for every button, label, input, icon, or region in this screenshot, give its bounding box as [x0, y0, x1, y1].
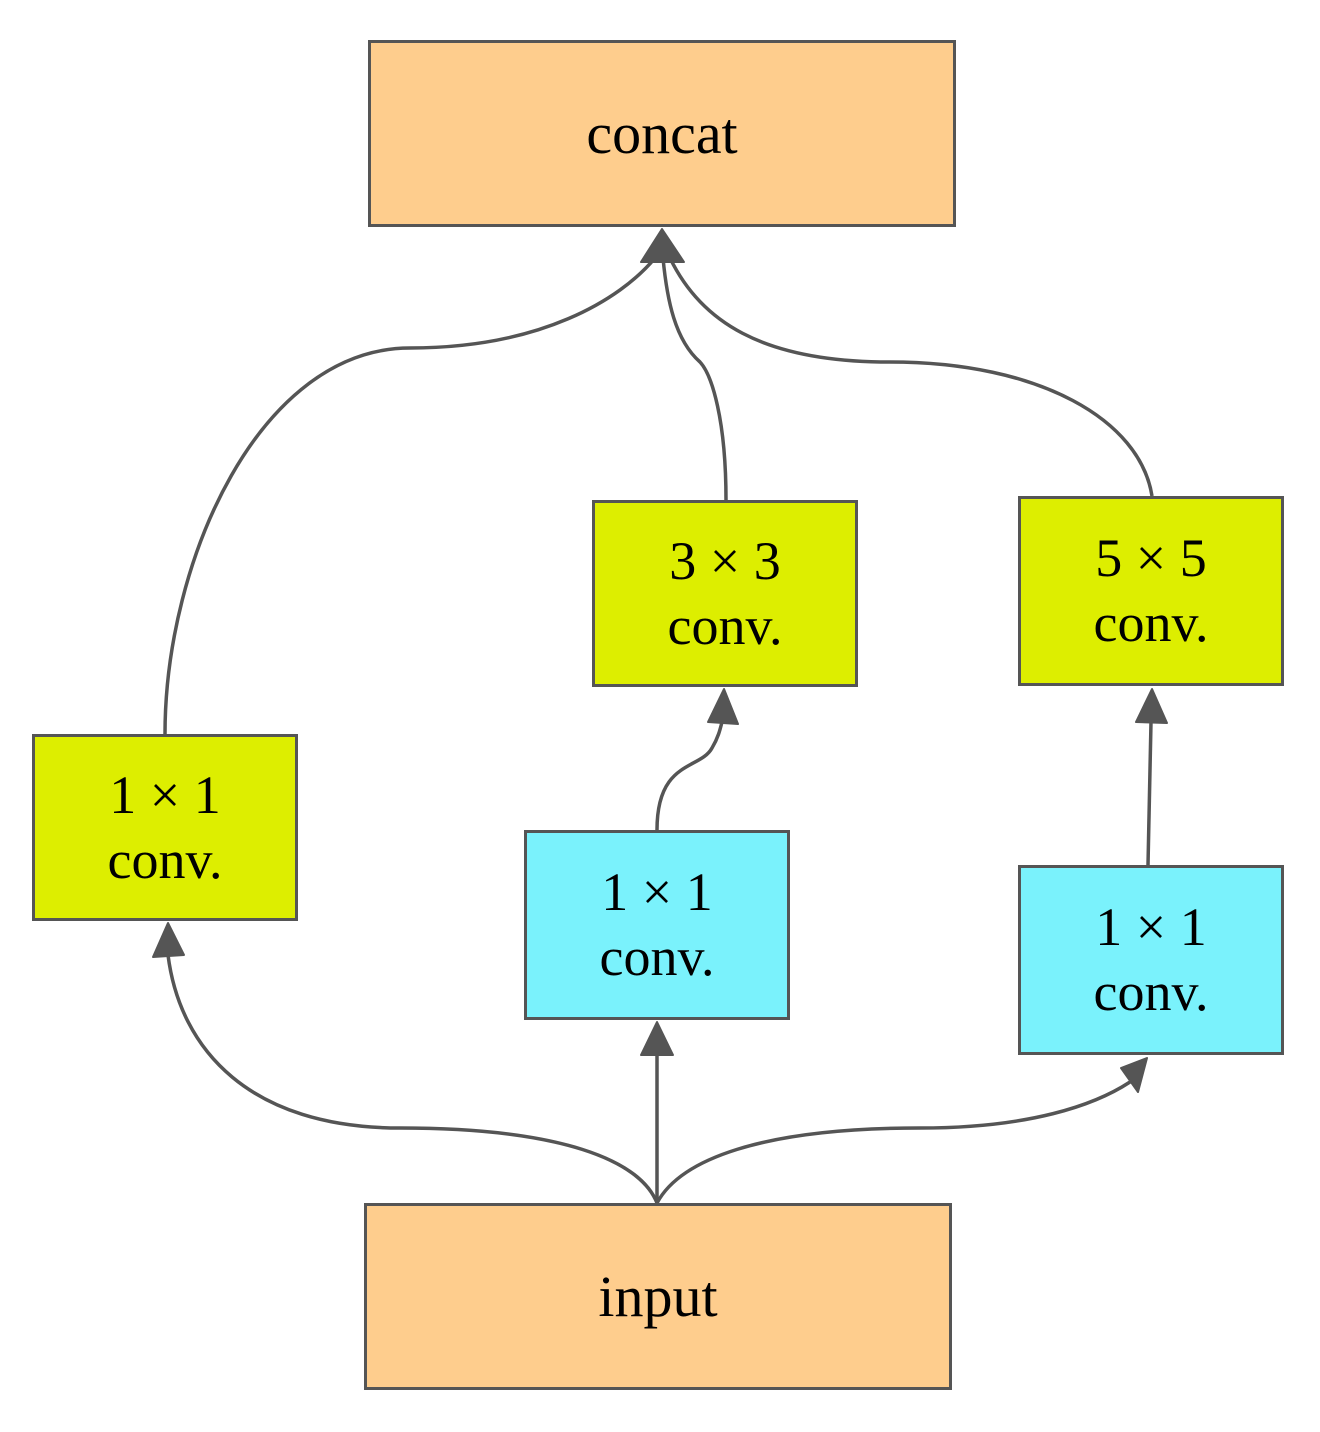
conv1-right-node: 1 × 1 conv. [1018, 865, 1284, 1055]
conv1-right-op-label: conv. [1093, 962, 1209, 1022]
edge-input-to-conv1-right [655, 1080, 1131, 1204]
arrowhead-conv1-right [1120, 1057, 1148, 1093]
arrowhead-conv5 [1135, 688, 1168, 724]
conv1-left-kernel-label: 1 × 1 [109, 764, 221, 825]
arrowhead-concat [640, 228, 685, 263]
arrowhead-conv1-left [152, 922, 185, 958]
conv3-kernel-label: 3 × 3 [669, 530, 781, 591]
input-node: input [364, 1203, 952, 1390]
edge-conv5-to-concat [668, 257, 1154, 497]
conv1-right-kernel-label: 1 × 1 [1095, 897, 1207, 958]
conv1-left-op-label: conv. [107, 829, 223, 890]
edge-conv3-to-concat [661, 257, 728, 501]
conv5-op-label: conv. [1093, 593, 1209, 653]
arrowhead-conv3 [707, 688, 739, 725]
conv5-node: 5 × 5 conv. [1018, 496, 1284, 686]
concat-node: concat [368, 40, 956, 227]
edge-conv1-mid-to-conv3 [655, 721, 724, 831]
conv1-mid-node: 1 × 1 conv. [524, 830, 790, 1020]
conv3-op-label: conv. [667, 595, 783, 656]
edge-conv1-right-to-conv5 [1146, 721, 1153, 866]
edge-conv1-left-to-concat [163, 256, 657, 735]
arrowhead-conv1-mid [640, 1021, 674, 1056]
conv1-mid-kernel-label: 1 × 1 [601, 862, 713, 923]
conv1-mid-op-label: conv. [599, 927, 715, 987]
edge-input-to-conv1-left [166, 954, 659, 1204]
conv3-node: 3 × 3 conv. [592, 500, 858, 687]
conv1-left-node: 1 × 1 conv. [32, 734, 298, 921]
conv5-kernel-label: 5 × 5 [1095, 528, 1207, 589]
input-label: input [598, 1263, 718, 1329]
concat-label: concat [586, 100, 738, 166]
